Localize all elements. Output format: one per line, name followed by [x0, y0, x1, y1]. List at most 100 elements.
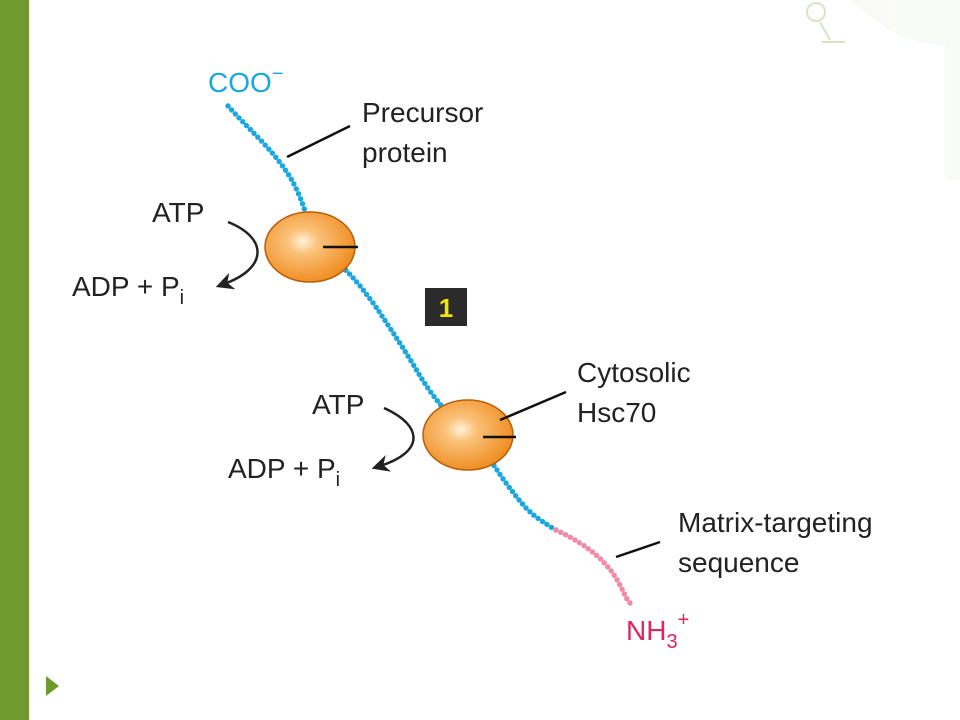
chain-bead — [553, 527, 559, 533]
targeting-label-line1: Matrix-targeting — [678, 507, 873, 538]
chain-bead — [411, 362, 417, 368]
chain-bead — [497, 471, 503, 478]
chain-bead — [266, 146, 272, 152]
chain-bead — [593, 552, 600, 559]
chain-bead — [232, 111, 238, 117]
chain-bead — [516, 497, 522, 503]
chain-bead — [297, 196, 304, 202]
n-terminus-label: NH3+ — [626, 609, 689, 653]
hsc70-label-line2: Hsc70 — [577, 397, 656, 428]
chain-bead — [419, 376, 425, 382]
chain-bead — [367, 295, 373, 302]
chain-bead — [258, 138, 265, 144]
targeting-label-line2: sequence — [678, 547, 799, 578]
chain-bead — [506, 484, 512, 491]
chain-bead — [527, 509, 533, 515]
chain-bead — [572, 537, 578, 543]
chain-bead — [422, 380, 428, 387]
chain-bead — [247, 126, 253, 133]
chain-bead — [416, 371, 422, 378]
chain-bead — [279, 163, 286, 169]
chain-bead — [346, 271, 353, 277]
chain-bead — [273, 154, 279, 160]
next-slide-arrow-icon[interactable] — [46, 676, 59, 696]
chain-bead — [388, 326, 394, 333]
chain-bead — [544, 521, 550, 528]
chain-bead — [605, 564, 611, 570]
step-number-text: 1 — [439, 293, 453, 323]
chain-bead — [262, 142, 268, 148]
precursor-label-line1: Precursor — [362, 97, 483, 128]
atp-label-lower: ATP — [312, 389, 364, 420]
decorative-corner-graphic — [806, 0, 960, 180]
chain-bead — [301, 206, 307, 212]
chain-bead — [269, 150, 275, 156]
chain-bead — [509, 488, 516, 495]
matrix-targeting-sequence-chain — [553, 527, 633, 606]
chain-bead — [539, 518, 546, 525]
chain-bead — [373, 304, 379, 310]
chain-bead — [589, 549, 596, 555]
chain-bead — [282, 167, 289, 173]
chain-bead — [228, 107, 235, 113]
chain-bead — [567, 534, 573, 540]
chain-bead — [251, 130, 257, 136]
chain-bead — [621, 591, 628, 597]
adp-pi-label-upper: ADP + Pi — [72, 271, 184, 309]
chain-bead — [391, 331, 397, 337]
chain-bead — [428, 389, 434, 395]
chain-bead — [408, 358, 414, 364]
chain-bead — [519, 501, 526, 507]
chain-bead — [402, 349, 408, 355]
step-number-badge — [425, 288, 467, 326]
chain-bead — [425, 385, 431, 391]
chain-bead — [293, 186, 299, 192]
chain-bead — [558, 529, 564, 535]
chain-bead — [394, 335, 400, 341]
chain-bead — [360, 287, 367, 293]
chain-bead — [385, 322, 391, 328]
chain-bead — [363, 291, 370, 298]
chain-bead — [243, 122, 250, 129]
chain-bead — [576, 540, 583, 546]
chain-bead — [611, 572, 617, 578]
chain-bead — [291, 181, 297, 187]
chain-bead — [285, 172, 292, 178]
chain-bead — [624, 596, 630, 602]
chain-bead — [240, 119, 246, 125]
chain-bead — [614, 577, 620, 583]
chain-bead — [353, 279, 360, 285]
chain-bead — [382, 317, 388, 324]
chain-bead — [299, 201, 306, 207]
chain-bead — [405, 353, 411, 359]
precursor-leader-line — [286, 124, 351, 159]
chain-bead — [513, 493, 519, 499]
adp-pi-label-lower: ADP + Pi — [228, 453, 340, 491]
chain-bead — [379, 313, 385, 319]
targeting-leader-line — [615, 540, 661, 559]
atp-label-upper: ATP — [152, 197, 204, 228]
chain-bead — [627, 600, 633, 606]
chain-bead — [396, 340, 403, 346]
c-terminus-label: COO− — [208, 63, 283, 98]
chain-bead — [350, 275, 356, 281]
chain-bead — [535, 515, 541, 522]
chain-bead — [288, 176, 294, 182]
chain-bead — [531, 512, 537, 518]
chain-bead — [276, 158, 282, 165]
chain-bead — [500, 476, 506, 482]
chain-bead — [523, 505, 529, 511]
chain-bead — [399, 344, 406, 350]
chain-bead — [236, 115, 242, 121]
chain-bead — [581, 542, 587, 549]
hsc70-label-line1: Cytosolic — [577, 357, 691, 388]
chain-bead — [376, 308, 382, 315]
chain-bead — [619, 586, 625, 592]
chain-bead — [548, 524, 555, 530]
chain-bead — [225, 103, 231, 109]
precursor-label-line2: protein — [362, 137, 448, 168]
chain-bead — [585, 546, 591, 552]
atp-hydrolysis-arrow-lower — [371, 406, 415, 472]
hsc70-chaperone-lower — [422, 399, 514, 471]
chain-bead — [562, 532, 569, 538]
